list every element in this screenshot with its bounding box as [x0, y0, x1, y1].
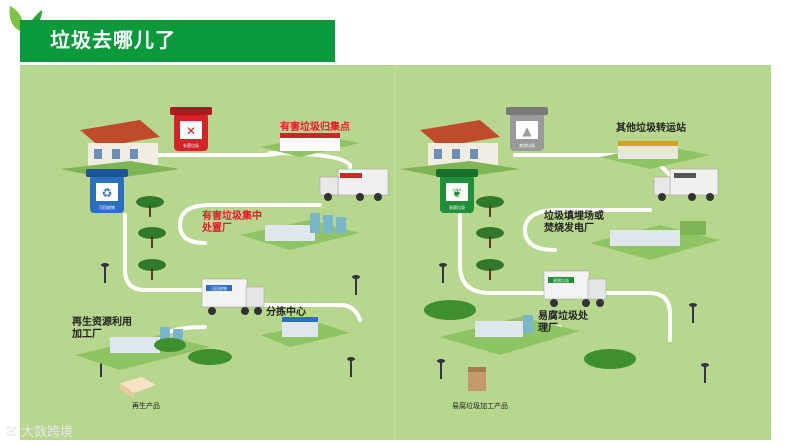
recyclable-waste-bin-icon: ♻ 可回收物 — [86, 169, 128, 213]
page-title: 垃圾去哪儿了 — [50, 23, 176, 57]
kitchen-waste-bin-icon: ❦ 易腐垃圾 — [436, 169, 478, 213]
recyclable-bin-label: 可回收物 — [99, 204, 115, 210]
waste-flow-illustration: ✕ 有害垃圾 ♻ 可回收物 — [20, 65, 771, 440]
kitchen-plant-label-1: 易腐垃圾处 — [538, 311, 588, 323]
kitchen-truck-label: 易腐垃圾 — [553, 277, 569, 283]
watermark: ꕤ 大数跨境 — [6, 421, 73, 440]
recycling-plant-label-1: 再生资源利用 — [72, 317, 132, 329]
recycling-plant-label-2: 加工厂 — [72, 329, 102, 341]
illustration-panel: ✕ 有害垃圾 ♻ 可回收物 — [20, 65, 771, 440]
hazardous-point-label: 有害垃圾归集点 — [280, 122, 350, 134]
other-waste-bin-icon: ▲ 其他垃圾 — [506, 107, 548, 151]
svg-text:▲: ▲ — [522, 124, 532, 138]
landfill-label-1: 垃圾填埋场或 — [544, 211, 604, 223]
hazardous-plant-label-1: 有害垃圾集中 — [202, 211, 262, 223]
compost-product-icon — [468, 367, 486, 391]
landfill-label-2: 焚烧发电厂 — [544, 223, 594, 235]
harmful-bin-label: 有害垃圾 — [183, 142, 199, 148]
compost-product-caption: 易腐垃圾加工产品 — [452, 401, 508, 411]
recycled-product-caption: 再生产品 — [132, 401, 160, 411]
kitchen-bin-label: 易腐垃圾 — [449, 204, 465, 210]
harmful-waste-bin-icon: ✕ 有害垃圾 — [170, 107, 212, 151]
watermark-text: 大数跨境 — [21, 425, 73, 440]
recycling-truck-label: 可回收物 — [211, 285, 227, 291]
kitchen-plant-label-2: 理厂 — [538, 323, 558, 335]
svg-text:✕: ✕ — [186, 124, 196, 138]
svg-text:♻: ♻ — [102, 186, 113, 200]
other-bin-label: 其他垃圾 — [519, 142, 535, 148]
hazardous-plant-label-2: 处置厂 — [202, 223, 232, 235]
sorting-center-label: 分拣中心 — [266, 307, 306, 319]
watermark-logo-icon: ꕤ — [6, 425, 17, 440]
transfer-station-label: 其他垃圾转运站 — [616, 123, 686, 135]
svg-text:❦: ❦ — [452, 186, 462, 200]
